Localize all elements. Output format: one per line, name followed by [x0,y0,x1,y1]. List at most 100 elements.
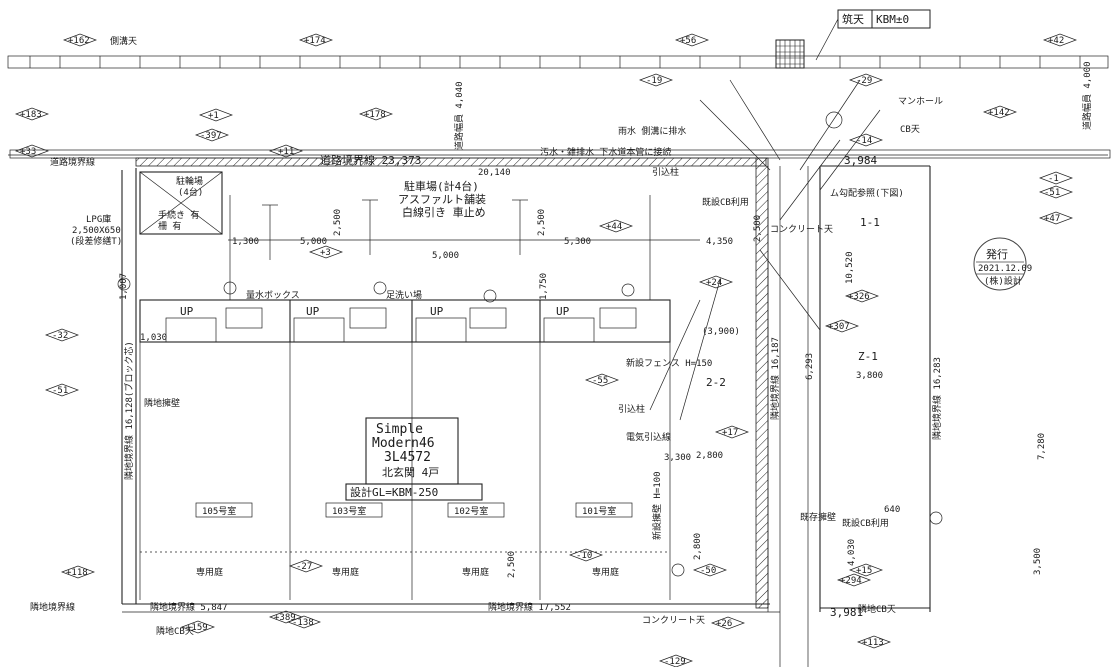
elev: -1 [1048,174,1059,184]
concrete-note2: コンクリート天 [642,615,705,626]
section-markers [117,111,943,577]
dim-1030: 1,030 [140,333,167,343]
catch-basin-note2: 既設CB利用 [842,517,889,529]
elev: +15 [856,566,872,576]
dim-2500c: 2,500 [507,551,517,578]
kbm-box: 筑天 KBM±0 [815,9,931,61]
unit-101: 101号室 [582,505,616,517]
road-edge-note: 側溝天 [110,35,137,47]
annotations: 既設CB利用 既設CB利用 マンホール CB天 隣地CB天 隣地CB天 側溝天 … [110,35,1047,637]
elev: -29 [856,76,872,86]
dim-2800: 2,800 [696,451,723,461]
garden-label: 専用庭 [196,566,223,578]
elev: +142 [988,108,1010,118]
dim-5300: 5,300 [564,237,591,247]
parking-label2: アスファルト舗装 [398,192,486,206]
bike-parking: 駐輪場 (4台) 手続き 有 柵 有 [139,171,223,235]
title-line1: Simple [376,422,423,437]
pole-note: 引込柱 [652,166,679,178]
kbm-label: 筑天 [842,12,864,26]
elev: +42 [1048,36,1064,46]
kbm-value: KBM±0 [876,13,909,26]
fence-note: 新設フェンス H=150 [626,357,712,369]
leader-lines [649,79,881,421]
water-place-label: 足洗い場 [386,289,422,301]
grade-note: ム勾配参照(下図) [830,187,904,199]
garden-label: 専用庭 [592,566,619,578]
elev: +178 [364,110,386,120]
elevation-markers: +162 +174 +183 +178 +11 +33 +56 -19 -29 … [15,33,1077,667]
stamp-line2: 2021.12.09 [978,264,1032,274]
elev: +56 [680,36,696,46]
elev: -50 [700,566,716,576]
parking-label3: 白線引き 車止め [402,205,486,219]
cb-top3-note: 隣地CB天 [156,625,194,637]
elev: +389 [274,613,296,623]
section-1: 1-1 [860,216,880,229]
dim-4350: 4,350 [706,237,733,247]
elev: +307 [828,322,850,332]
building-footprint [139,299,671,600]
bike-label1: 駐輪場 [176,175,203,187]
elev: +159 [186,623,208,633]
parking-area: 駐車場(計4台) アスファルト舗装 白線引き 車止め 1,300 5,000 5… [228,179,733,300]
bike-label2: (4台) [178,186,203,198]
rain-note: 雨水 側溝に排水 [618,125,686,137]
elev: -138 [292,618,314,628]
elev: +162 [68,36,90,46]
title-line2: Modern46 [372,436,435,451]
dim-1300: 1,300 [232,237,259,247]
elev: +1 [208,111,219,121]
elev: +118 [66,568,88,578]
north-road [7,55,1111,159]
elev: -27 [296,562,312,572]
east-bottom: 3,981 [830,606,863,619]
elev: +47 [1044,214,1060,224]
drain-grate [775,39,805,69]
design-gl: 設計GL=KBM-250 [350,485,438,499]
boundary-labels: 道路境界線 23,373 20,140 道路幅員 4,040 道路幅員 4,00… [30,61,1093,619]
concrete-note: コンクリート天 [770,224,833,235]
road-width-right: 道路幅員 4,000 [1081,61,1093,130]
elev: +326 [848,292,870,302]
block-note: 新設擁壁 H=100 [651,471,663,540]
dim-3800: 3,800 [856,371,883,381]
elev: -10 [576,551,592,561]
elev: -14 [856,136,872,146]
dim-5000: 5,000 [300,237,327,247]
road-boundary-label: 道路境界線 [50,156,95,168]
section-3: Z-1 [858,350,878,363]
dim-2500: 2,500 [333,209,343,236]
dim-3900: (3,900) [702,327,740,337]
title-line4: 北玄関 4戸 [382,465,439,479]
dim-1750: 1,750 [539,273,549,300]
lpg-note: LPG庫 2,500X650 (段差修繕T) [70,213,122,247]
lot-south-left: 隣地境界線 [30,601,75,613]
elev: +3 [320,248,331,258]
retaining-note: 既存擁壁 [800,511,836,523]
elev: -55 [592,376,608,386]
road-line-north-right: 20,140 [478,168,511,178]
unit-103: 103号室 [332,505,366,517]
dim-2800b: 2,800 [693,533,703,560]
unit-102: 102号室 [454,505,488,517]
title-line3: 3L4572 [384,450,431,465]
sewage-note: 汚水・雑排水 下水道本管に接続 [540,146,671,158]
up-label: UP [306,305,320,318]
cb-top2-note: 隣地CB天 [858,603,896,615]
elev: -51 [1044,188,1060,198]
unit-labels: 105号室 103号室 102号室 101号室 専用庭 専用庭 専用庭 専用庭 … [180,289,633,578]
unit-105: 105号室 [202,505,236,517]
elev: +183 [20,110,42,120]
bike-label3: 手続き 有 [158,209,199,221]
up-label: UP [430,305,444,318]
dim-3500: 3,500 [1033,548,1043,575]
title-box: Simple Modern46 3L4572 北玄関 4戸 設計GL=KBM-2… [345,417,483,501]
elev: -32 [52,331,68,341]
neighbor-mid: 隣地境界線 16,187 [769,337,781,420]
elev: -397 [200,131,222,141]
main-pole-note: 引込柱 [618,403,645,415]
water-box-label: 量水ボックス [246,289,300,301]
issue-stamp: 発行 2021.12.09 (株)設計 [973,237,1032,291]
